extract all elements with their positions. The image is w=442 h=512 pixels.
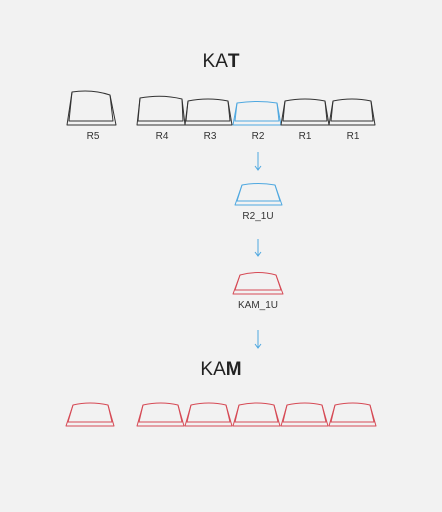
title-kam-suffix: M — [226, 359, 242, 380]
keycap-r1-a — [280, 98, 330, 126]
row-label-r1-a: R1 — [299, 131, 312, 142]
kam-keycap-4 — [232, 402, 281, 427]
kam-row — [65, 402, 377, 427]
kat-row — [66, 90, 376, 126]
row-label-r1-b: R1 — [347, 131, 360, 142]
kam-keycap-1 — [65, 402, 115, 427]
row-label-r4: R4 — [156, 131, 169, 142]
kam-keycap-3 — [184, 402, 233, 427]
title-kat-prefix: KA — [203, 51, 229, 72]
row-label-r2: R2 — [252, 131, 265, 142]
title-kam: KAM — [200, 359, 241, 380]
keycap-r2-highlight — [232, 101, 282, 126]
row-label-r3: R3 — [204, 131, 217, 142]
kam-keycap-5 — [280, 402, 329, 427]
kam-keycap-2 — [136, 402, 185, 427]
keycap-r3 — [184, 98, 233, 126]
step-label-kam-1u: KAM_1U — [238, 300, 278, 311]
keycap-r4 — [136, 95, 186, 126]
title-kat: KAT — [203, 51, 240, 72]
keycap-kam-1u — [232, 272, 284, 295]
title-kat-suffix: T — [228, 51, 240, 72]
kam-keycap-6 — [328, 402, 377, 427]
row-label-r5: R5 — [87, 131, 100, 142]
step-label-r2-1u: R2_1U — [242, 211, 273, 222]
row-labels: R5 R4 R3 R2 R1 R1 — [87, 131, 360, 142]
title-kam-prefix: KA — [200, 359, 226, 380]
keycap-r1-b — [328, 98, 376, 126]
keycap-r2-1u — [234, 183, 283, 206]
keycap-r5 — [66, 90, 117, 126]
